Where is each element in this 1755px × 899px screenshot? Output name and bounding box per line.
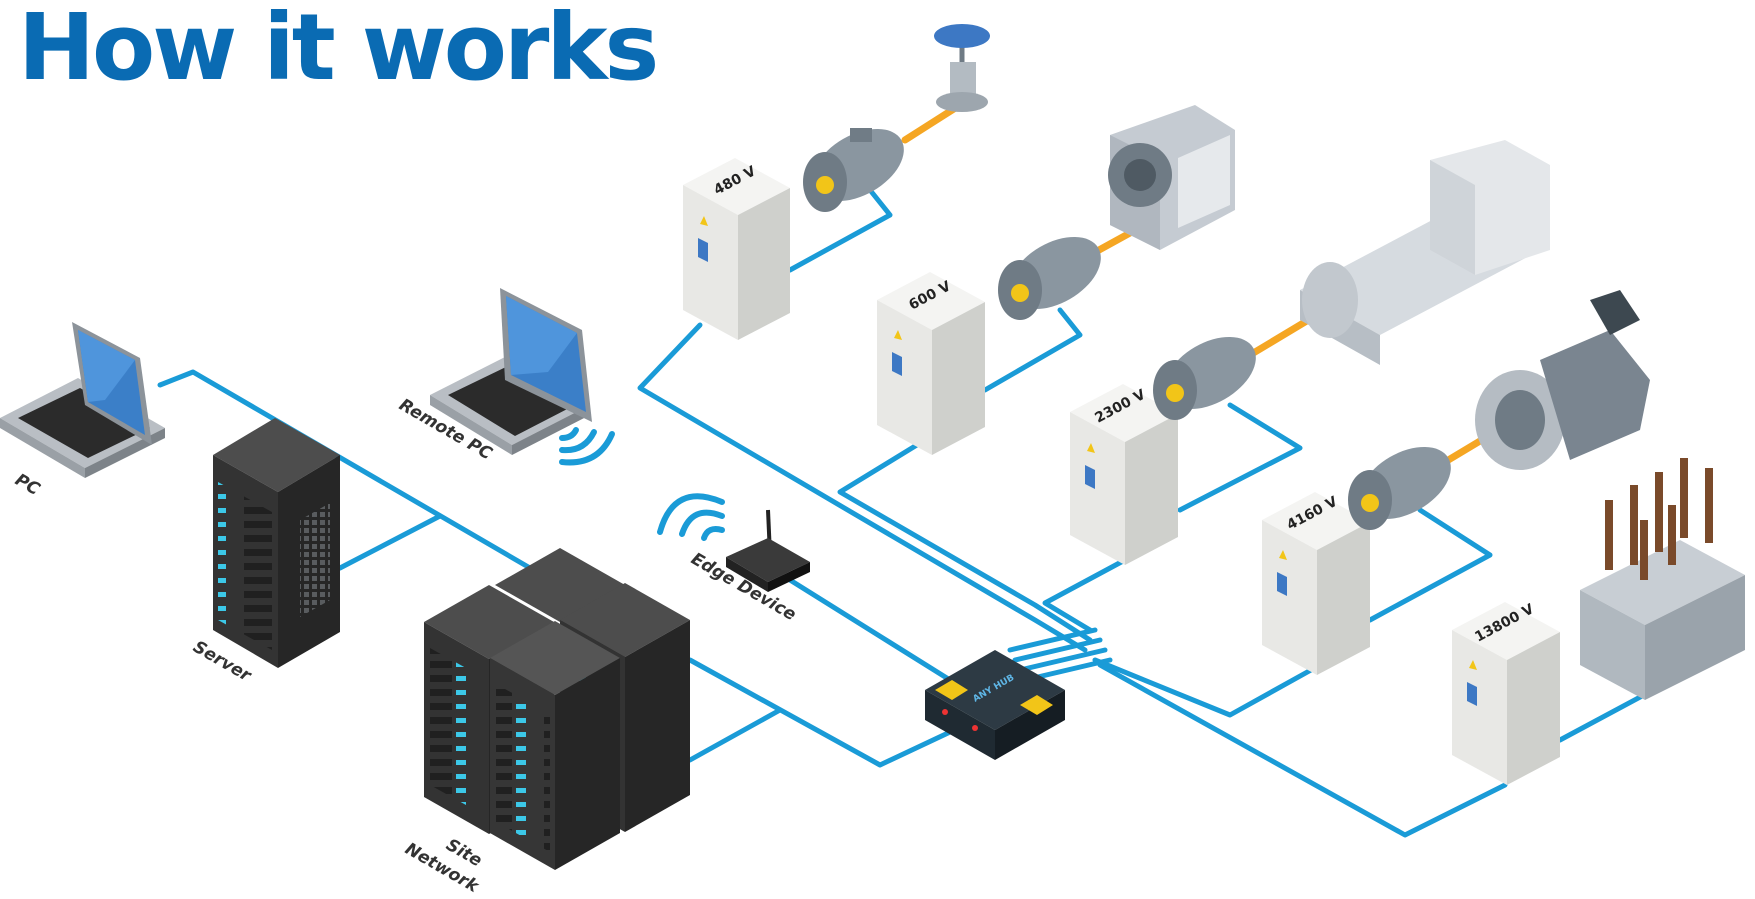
edge-device-router[interactable] bbox=[726, 509, 810, 592]
drive-cabinet-13800v[interactable] bbox=[1452, 602, 1560, 785]
drive-cabinet-480v[interactable] bbox=[683, 158, 790, 340]
remote-pc-laptop[interactable] bbox=[430, 288, 592, 455]
wifi-icon bbox=[559, 427, 615, 466]
chiller-icon bbox=[1300, 140, 1550, 365]
hub-device[interactable]: ANY HUB bbox=[925, 650, 1065, 760]
wifi-icon bbox=[657, 493, 725, 541]
motor-600v[interactable] bbox=[997, 218, 1154, 324]
server-rack[interactable] bbox=[212, 418, 340, 668]
site-network-racks[interactable] bbox=[424, 548, 690, 870]
motor-480v[interactable] bbox=[800, 101, 964, 216]
drive-cabinet-600v[interactable] bbox=[877, 272, 985, 455]
drive-cabinet-2300v[interactable] bbox=[1070, 384, 1178, 565]
network-wiring bbox=[157, 187, 1703, 838]
pc-label: PC bbox=[12, 470, 44, 500]
motor-2300v[interactable] bbox=[1152, 306, 1329, 424]
drive-cabinet-4160v[interactable] bbox=[1262, 492, 1370, 675]
transformer-icon bbox=[1580, 458, 1745, 700]
valve-icon bbox=[934, 24, 990, 112]
motor-4160v[interactable] bbox=[1347, 431, 1494, 534]
page-title: How it works bbox=[18, 0, 659, 101]
pc-laptop[interactable] bbox=[0, 322, 165, 478]
compressor-icon bbox=[1475, 290, 1650, 470]
fan-blower-icon bbox=[1108, 105, 1235, 250]
